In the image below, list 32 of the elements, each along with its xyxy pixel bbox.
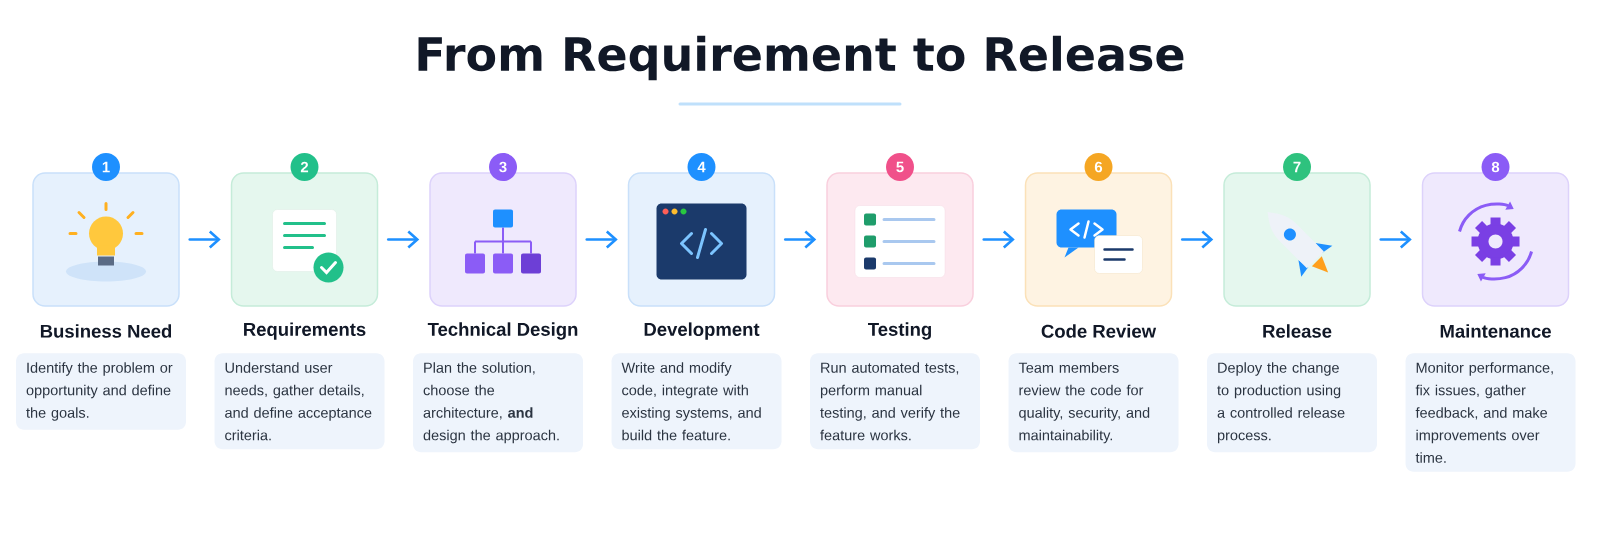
- step-title: Business Need: [40, 324, 172, 338]
- number-badge: 4: [687, 153, 716, 181]
- description-box: Team members review the code for quality, security, and maintainability.: [1008, 353, 1179, 453]
- arrow: [1379, 230, 1412, 249]
- number-badge: 5: [886, 153, 914, 181]
- number-badge: 3: [489, 153, 517, 181]
- title: From Requirement to Release: [418, 35, 1184, 81]
- number-badge: 8: [1481, 153, 1510, 181]
- arrow: [783, 230, 817, 249]
- number-badge: 1: [92, 153, 120, 181]
- description-box: Run automated tests, perform manual testing, and verify the feature works.: [810, 353, 980, 450]
- description-box: Write and modify code, integrate with existing systems, and build the feature.: [611, 353, 782, 450]
- step-title: Release: [1263, 324, 1332, 338]
- step-title: Testing: [868, 322, 931, 340]
- description-box: Plan the solution, choose the architecture, and design the approach.: [413, 353, 583, 453]
- step-title: Development: [644, 322, 760, 340]
- step-title: Code Review: [1041, 324, 1157, 338]
- arrow: [982, 230, 1015, 249]
- step-title: Maintenance: [1440, 324, 1551, 338]
- arrow: [585, 230, 618, 249]
- description-box: Monitor performance, fix issues, gather feedback, and make improvements over time.: [1405, 353, 1576, 472]
- description-box: Understand user needs, gather details, and define acceptance criteria.: [214, 353, 385, 450]
- description-box: Identify the problem or opportunity and define the goals.: [16, 353, 186, 430]
- number-badge: 7: [1283, 153, 1311, 181]
- arrow: [188, 230, 221, 249]
- step-title: Technical Design: [427, 322, 578, 340]
- arrow: [1180, 230, 1214, 249]
- number-badge: 2: [290, 153, 319, 181]
- step-title: Requirements: [244, 322, 366, 340]
- arrow: [386, 230, 420, 249]
- number-badge: 6: [1084, 153, 1113, 181]
- description-box: Deploy the change to production using a controlled release process.: [1207, 353, 1377, 453]
